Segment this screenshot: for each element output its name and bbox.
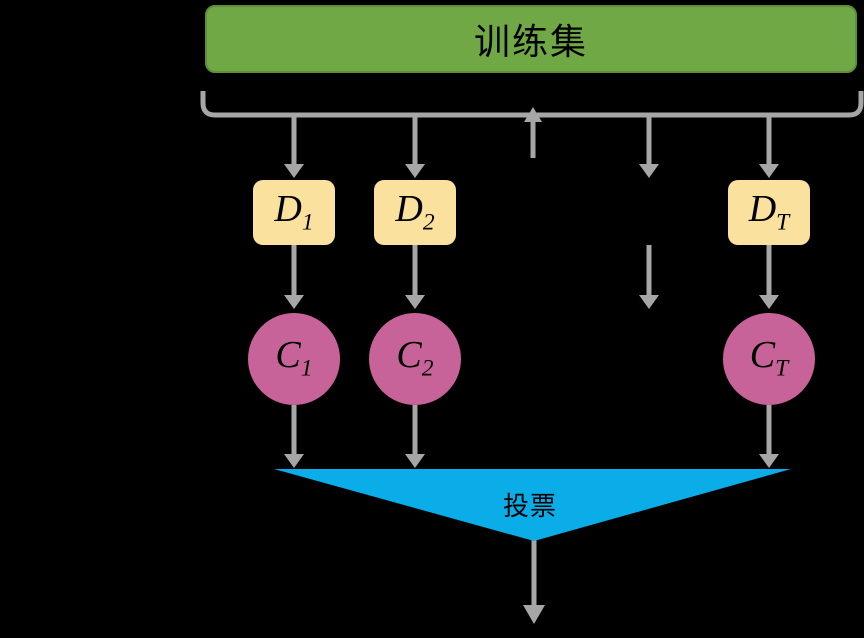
arrowhead-to-dots-top — [639, 164, 659, 178]
dataset-box-d2: D2 — [374, 180, 456, 245]
training-set-label: 训练集 — [473, 21, 588, 62]
arrowhead-to-d2 — [405, 164, 425, 178]
classifier-circle-ct: CT — [723, 313, 815, 405]
arrowhead-ct-to-vote — [759, 454, 779, 468]
dataset-label-d1: D1 — [274, 187, 314, 236]
vote-label: 投票 — [502, 490, 557, 521]
dataset-box-d1: D1 — [253, 180, 335, 245]
arrowhead-dots-mid — [639, 295, 659, 309]
arrowhead-c2-to-vote — [405, 454, 425, 468]
arrowhead-d1-to-c1 — [284, 295, 304, 309]
classifier-circle-c2: C2 — [369, 313, 461, 405]
classifier-label-c1: C1 — [275, 334, 313, 383]
arrowhead-d2-to-c2 — [405, 295, 425, 309]
arrowhead-c1-to-vote — [284, 454, 304, 468]
classifier-label-ct: CT — [749, 334, 789, 383]
classifier-circle-c1: C1 — [248, 313, 340, 405]
bracket-center-up-arrowhead — [524, 107, 542, 122]
training-set-box: 训练集 — [205, 5, 857, 73]
classifier-label-c2: C2 — [396, 334, 434, 383]
arrowhead-to-dt — [759, 164, 779, 178]
arrowheads — [284, 107, 779, 624]
dataset-box-dt: DT — [728, 180, 810, 245]
arrowhead-vote-output — [523, 605, 545, 624]
vote-triangle — [274, 469, 791, 541]
dataset-label-d2: D2 — [395, 187, 435, 236]
arrowhead-dt-to-ct — [759, 295, 779, 309]
arrowhead-to-d1 — [284, 164, 304, 178]
dataset-label-dt: DT — [748, 187, 790, 236]
